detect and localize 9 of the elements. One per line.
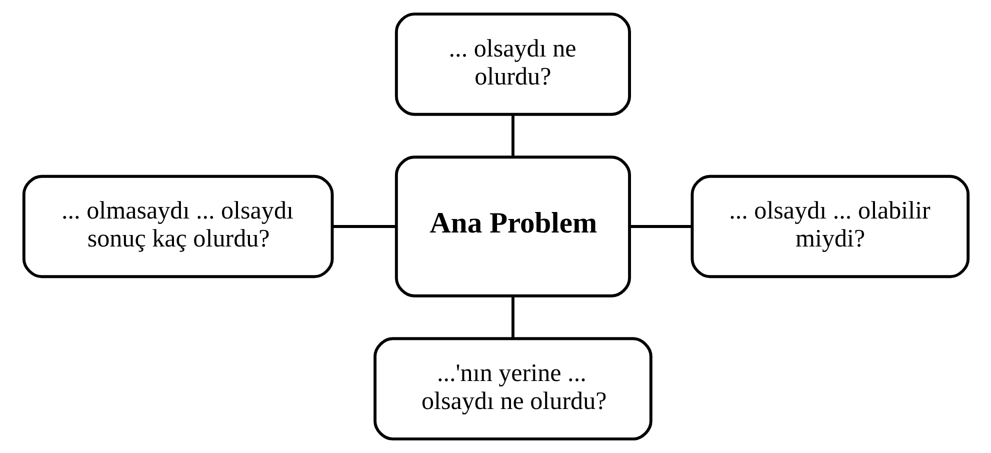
connector <box>511 296 514 338</box>
node-box: ... olsaydı ne olurdu? <box>394 12 630 116</box>
connector <box>511 114 514 158</box>
node-box: ... olmasaydı ... olsaydı sonuç kaç olurdu? <box>22 174 334 278</box>
connector <box>630 225 692 228</box>
node-box: ...'nın yerine ... olsaydı ne olurdu? <box>373 337 652 440</box>
node-box: Ana Problem <box>394 156 630 298</box>
node-box: ... olsaydı ... olabilir miydi? <box>690 174 970 278</box>
connector <box>332 225 396 228</box>
